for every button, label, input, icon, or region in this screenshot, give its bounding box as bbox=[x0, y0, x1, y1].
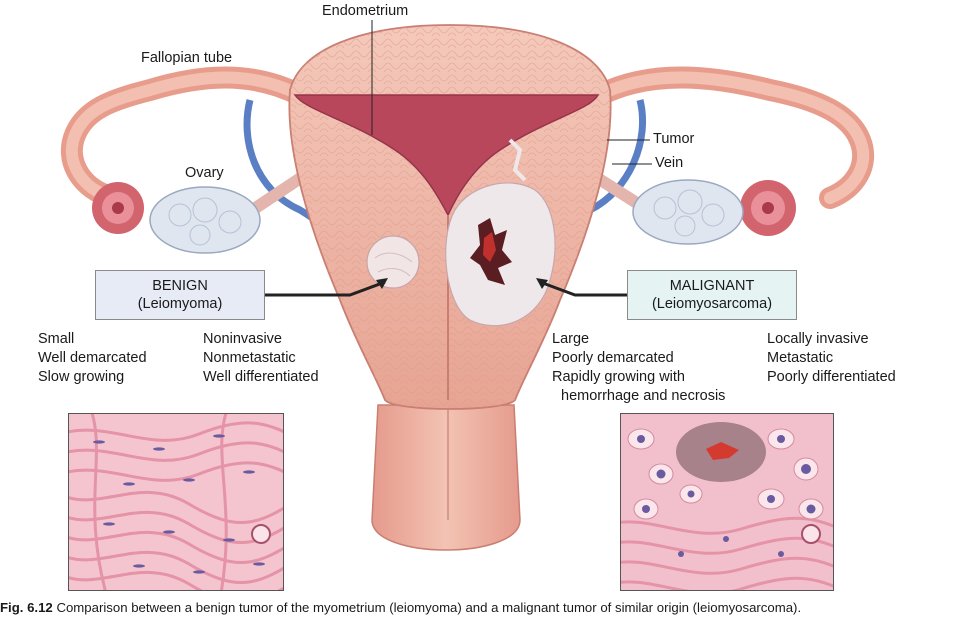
fallopian-tube-left bbox=[60, 66, 311, 206]
fallopian-tube-label: Fallopian tube bbox=[141, 50, 233, 66]
list-item: Noninvasive bbox=[203, 331, 282, 347]
malignant-features-2: Locally invasive Metastatic Poorly diffe… bbox=[767, 330, 896, 387]
fimbriae-left bbox=[92, 182, 144, 234]
figure-caption-text: Comparison between a benign tumor of the… bbox=[56, 600, 802, 615]
benign-box: BENIGN (Leiomyoma) bbox=[95, 270, 265, 320]
benign-arrow bbox=[264, 280, 386, 297]
fallopian-tube-right bbox=[589, 66, 875, 209]
malignant-title: MALIGNANT bbox=[669, 278, 755, 294]
endometrial-cavity bbox=[293, 94, 600, 217]
endometrium-label: Endometrium bbox=[322, 3, 409, 19]
fimbriae-right bbox=[740, 180, 796, 236]
benign-title: BENIGN bbox=[152, 278, 208, 294]
malignant-tumor bbox=[445, 138, 556, 327]
benign-histology bbox=[68, 413, 284, 591]
benign-features-2: Noninvasive Nonmetastatic Well different… bbox=[203, 330, 319, 387]
list-item: hemorrhage and necrosis bbox=[561, 388, 726, 404]
malignant-histology bbox=[620, 413, 834, 591]
list-item: Poorly differentiated bbox=[767, 369, 896, 385]
list-item: Metastatic bbox=[767, 350, 834, 366]
list-item: Slow growing bbox=[38, 369, 125, 385]
list-item: Small bbox=[38, 331, 75, 347]
tumor-label: Tumor bbox=[653, 131, 695, 147]
malignant-subtitle: (Leiomyosarcoma) bbox=[651, 296, 773, 312]
malignant-arrow bbox=[539, 280, 627, 297]
list-item: Well differentiated bbox=[203, 369, 319, 385]
vein-label: Vein bbox=[655, 155, 684, 171]
figure-caption: Fig. 6.12 Comparison between a benign tu… bbox=[0, 600, 960, 615]
benign-tumor bbox=[366, 235, 420, 289]
cervix bbox=[371, 404, 521, 551]
list-item: Poorly demarcated bbox=[552, 350, 674, 366]
list-item: Locally invasive bbox=[767, 331, 869, 347]
list-item: Large bbox=[552, 331, 590, 347]
figure-number: Fig. 6.12 bbox=[0, 600, 53, 615]
list-item: Rapidly growing with bbox=[552, 369, 685, 385]
list-item: Nonmetastatic bbox=[203, 350, 296, 366]
ovary-right bbox=[632, 179, 744, 245]
uterus-illustration bbox=[60, 20, 875, 551]
malignant-features-1: Large Poorly demarcated Rapidly growing … bbox=[552, 330, 725, 406]
benign-features-1: Small Well demarcated Slow growing bbox=[38, 330, 147, 387]
benign-subtitle: (Leiomyoma) bbox=[137, 296, 223, 312]
malignant-box: MALIGNANT (Leiomyosarcoma) bbox=[627, 270, 797, 320]
ovary-left bbox=[149, 186, 261, 254]
ovary-label: Ovary bbox=[185, 165, 224, 181]
list-item: Well demarcated bbox=[38, 350, 147, 366]
